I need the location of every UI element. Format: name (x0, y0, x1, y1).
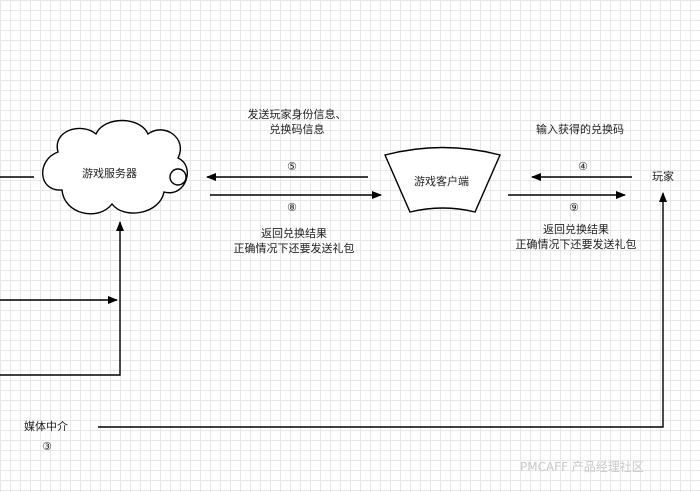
game-server-label: 游戏服务器 (82, 167, 137, 180)
return-right-line2: 正确情况下还要发送礼包 (515, 238, 637, 251)
return-left-line1: 返回兑换结果 (261, 227, 327, 240)
input-code-label: 输入获得的兑换码 (536, 123, 624, 136)
send-info-line2: 兑换码信息 (269, 123, 325, 136)
game-client-label: 游戏客户端 (414, 175, 469, 188)
left-vertical-arrow (0, 221, 124, 376)
return-left-line2: 正确情况下还要发送礼包 (233, 242, 355, 255)
return-right-line1: 返回兑换结果 (543, 223, 609, 236)
media-to-player-arrow (98, 192, 667, 428)
game-server-cloud (42, 119, 188, 215)
step-9-marker: ⑨ (569, 201, 579, 214)
step-5-marker: ⑤ (287, 160, 297, 173)
send-info-label: 发送玩家身份信息、 兑换码信息 (238, 107, 356, 137)
return-result-left: 返回兑换结果 正确情况下还要发送礼包 (224, 226, 364, 256)
step-4-marker: ④ (578, 160, 588, 173)
player-label: 玩家 (652, 170, 674, 183)
return-result-right: 返回兑换结果 正确情况下还要发送礼包 (506, 222, 646, 252)
server-small-circle (169, 168, 187, 186)
watermark: PMCAFF 产品经理社区 (520, 460, 644, 474)
media-label: 媒体中介 (24, 420, 68, 433)
send-info-line1: 发送玩家身份信息、 (247, 108, 347, 121)
game-client-shape (384, 146, 501, 213)
step-8-marker: ⑧ (287, 201, 297, 214)
step-3-marker: ③ (42, 440, 52, 453)
